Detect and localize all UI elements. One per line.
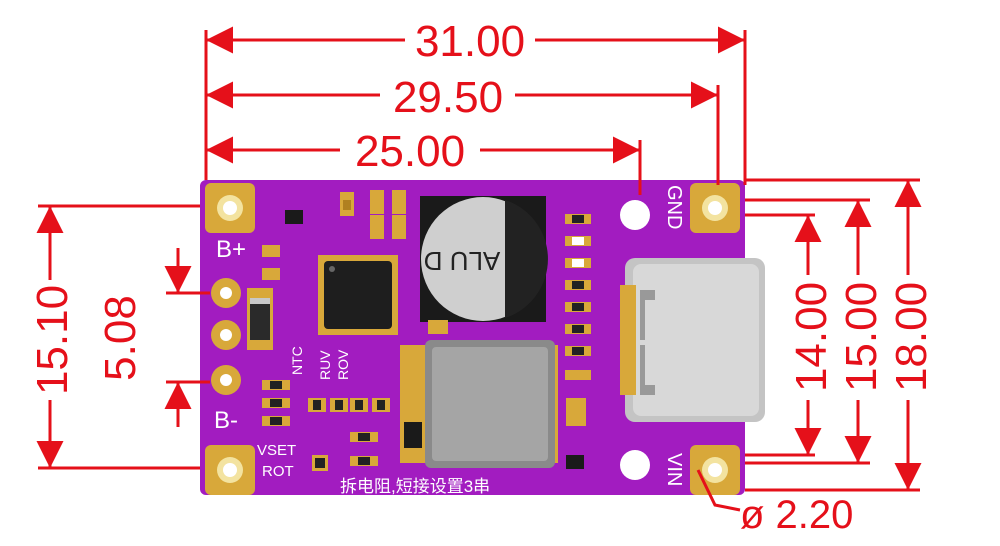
label-b-minus: B- bbox=[214, 407, 238, 434]
dimension-labels: 31.00 29.50 25.00 15.10 5.08 14.00 15.00… bbox=[28, 17, 936, 537]
label-gnd: GND bbox=[663, 185, 685, 229]
mounting-hole-top bbox=[620, 200, 650, 230]
label-vset: VSET bbox=[257, 442, 296, 459]
left-pad-b-plus bbox=[211, 278, 241, 308]
dim-width-overall: 31.00 bbox=[415, 17, 525, 66]
label-vin: VIN bbox=[663, 453, 685, 486]
ic-chip bbox=[318, 255, 398, 335]
passive-components bbox=[262, 190, 591, 471]
label-rov: ROV bbox=[335, 349, 351, 380]
corner-pad-bottom-left bbox=[205, 445, 255, 495]
dim-height-left-inner: 5.08 bbox=[96, 295, 145, 381]
capacitor-marking: ALU D bbox=[424, 246, 501, 276]
inductor bbox=[400, 340, 558, 468]
label-rot: ROT bbox=[262, 463, 294, 480]
corner-pad-top-left bbox=[205, 183, 255, 233]
left-pad-mid bbox=[211, 320, 241, 350]
dim-width-inner: 25.00 bbox=[355, 127, 465, 176]
dim-height-right-3: 18.00 bbox=[887, 282, 936, 392]
dimension-lines bbox=[36, 26, 922, 512]
dim-height-right-1: 14.00 bbox=[787, 282, 836, 392]
electrolytic-capacitor: ALU D bbox=[420, 196, 548, 322]
mounting-hole-bottom bbox=[620, 450, 650, 480]
dim-height-left-outer: 15.10 bbox=[28, 285, 77, 395]
dim-hole-diameter: ø 2.20 bbox=[740, 493, 853, 537]
label-b-plus: B+ bbox=[216, 236, 246, 263]
corner-pad-bottom-right bbox=[690, 445, 740, 495]
usb-c-connector bbox=[620, 258, 765, 422]
left-pad-b-minus bbox=[211, 365, 241, 395]
label-note: 拆电阻,短接设置3串 bbox=[340, 477, 490, 496]
corner-pad-top-right bbox=[690, 183, 740, 233]
dim-height-right-2: 15.00 bbox=[837, 282, 886, 392]
dim-width-mid: 29.50 bbox=[393, 73, 503, 122]
label-ntc: NTC bbox=[289, 346, 305, 375]
diode bbox=[247, 288, 273, 350]
pcb-board: ALU D bbox=[200, 180, 765, 496]
label-ruv: RUV bbox=[317, 350, 333, 380]
